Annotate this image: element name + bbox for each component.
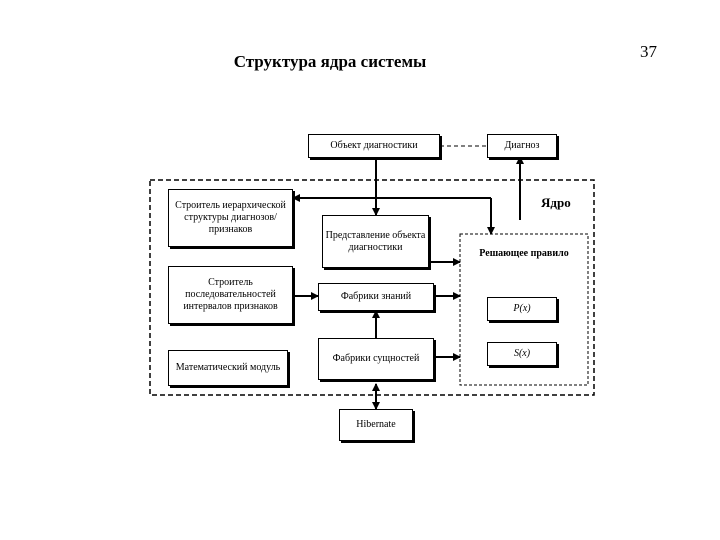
s-x-box: S(x) xyxy=(487,342,557,366)
interval-builder-box: Строитель последовательностей интервалов… xyxy=(168,266,293,324)
page-number: 37 xyxy=(640,42,657,61)
p-x-box: P(x) xyxy=(487,297,557,321)
slide-title: Структура ядра системы xyxy=(233,52,427,71)
decision-rule-label: Решающее правило xyxy=(479,248,569,259)
diagnosis-box: Диагноз xyxy=(487,134,557,158)
kernel-label: Ядро xyxy=(541,195,571,210)
diagnostic-object-box: Объект диагностики xyxy=(308,134,440,158)
math-module-box: Математический модуль xyxy=(168,350,288,386)
hierarchy-builder-box: Строитель иерархической структуры диагно… xyxy=(168,189,293,247)
hibernate-box: Hibernate xyxy=(339,409,413,441)
entity-factories-box: Фабрики сущностей xyxy=(318,338,434,380)
knowledge-factories-box: Фабрики знаний xyxy=(318,283,434,311)
object-representation-box: Представление объекта диагностики xyxy=(322,215,429,268)
decision-rule-group xyxy=(459,233,589,386)
